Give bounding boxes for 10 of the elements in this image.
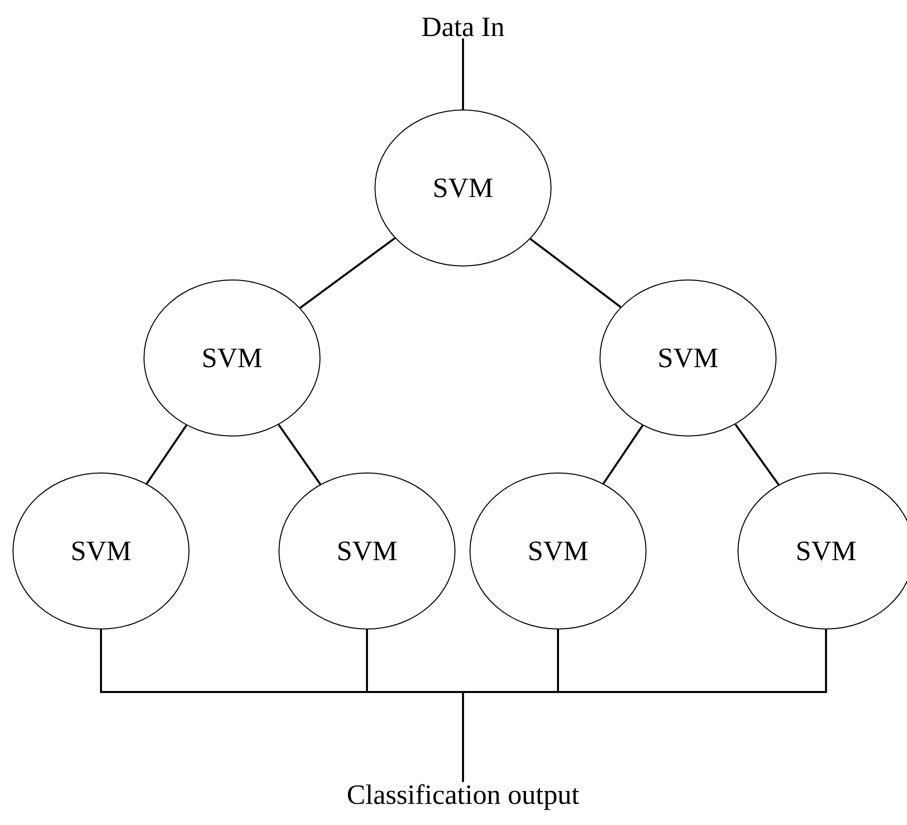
connector-line bbox=[300, 237, 396, 309]
connector-line bbox=[530, 238, 622, 308]
connector-line bbox=[278, 424, 322, 485]
connector-line bbox=[602, 424, 644, 484]
label-text: Data In bbox=[422, 18, 504, 36]
connector-line bbox=[462, 630, 827, 782]
connector-line bbox=[734, 424, 780, 486]
connector-line bbox=[462, 38, 464, 110]
connector-line bbox=[146, 424, 188, 484]
label-text: Classification output bbox=[348, 784, 580, 810]
